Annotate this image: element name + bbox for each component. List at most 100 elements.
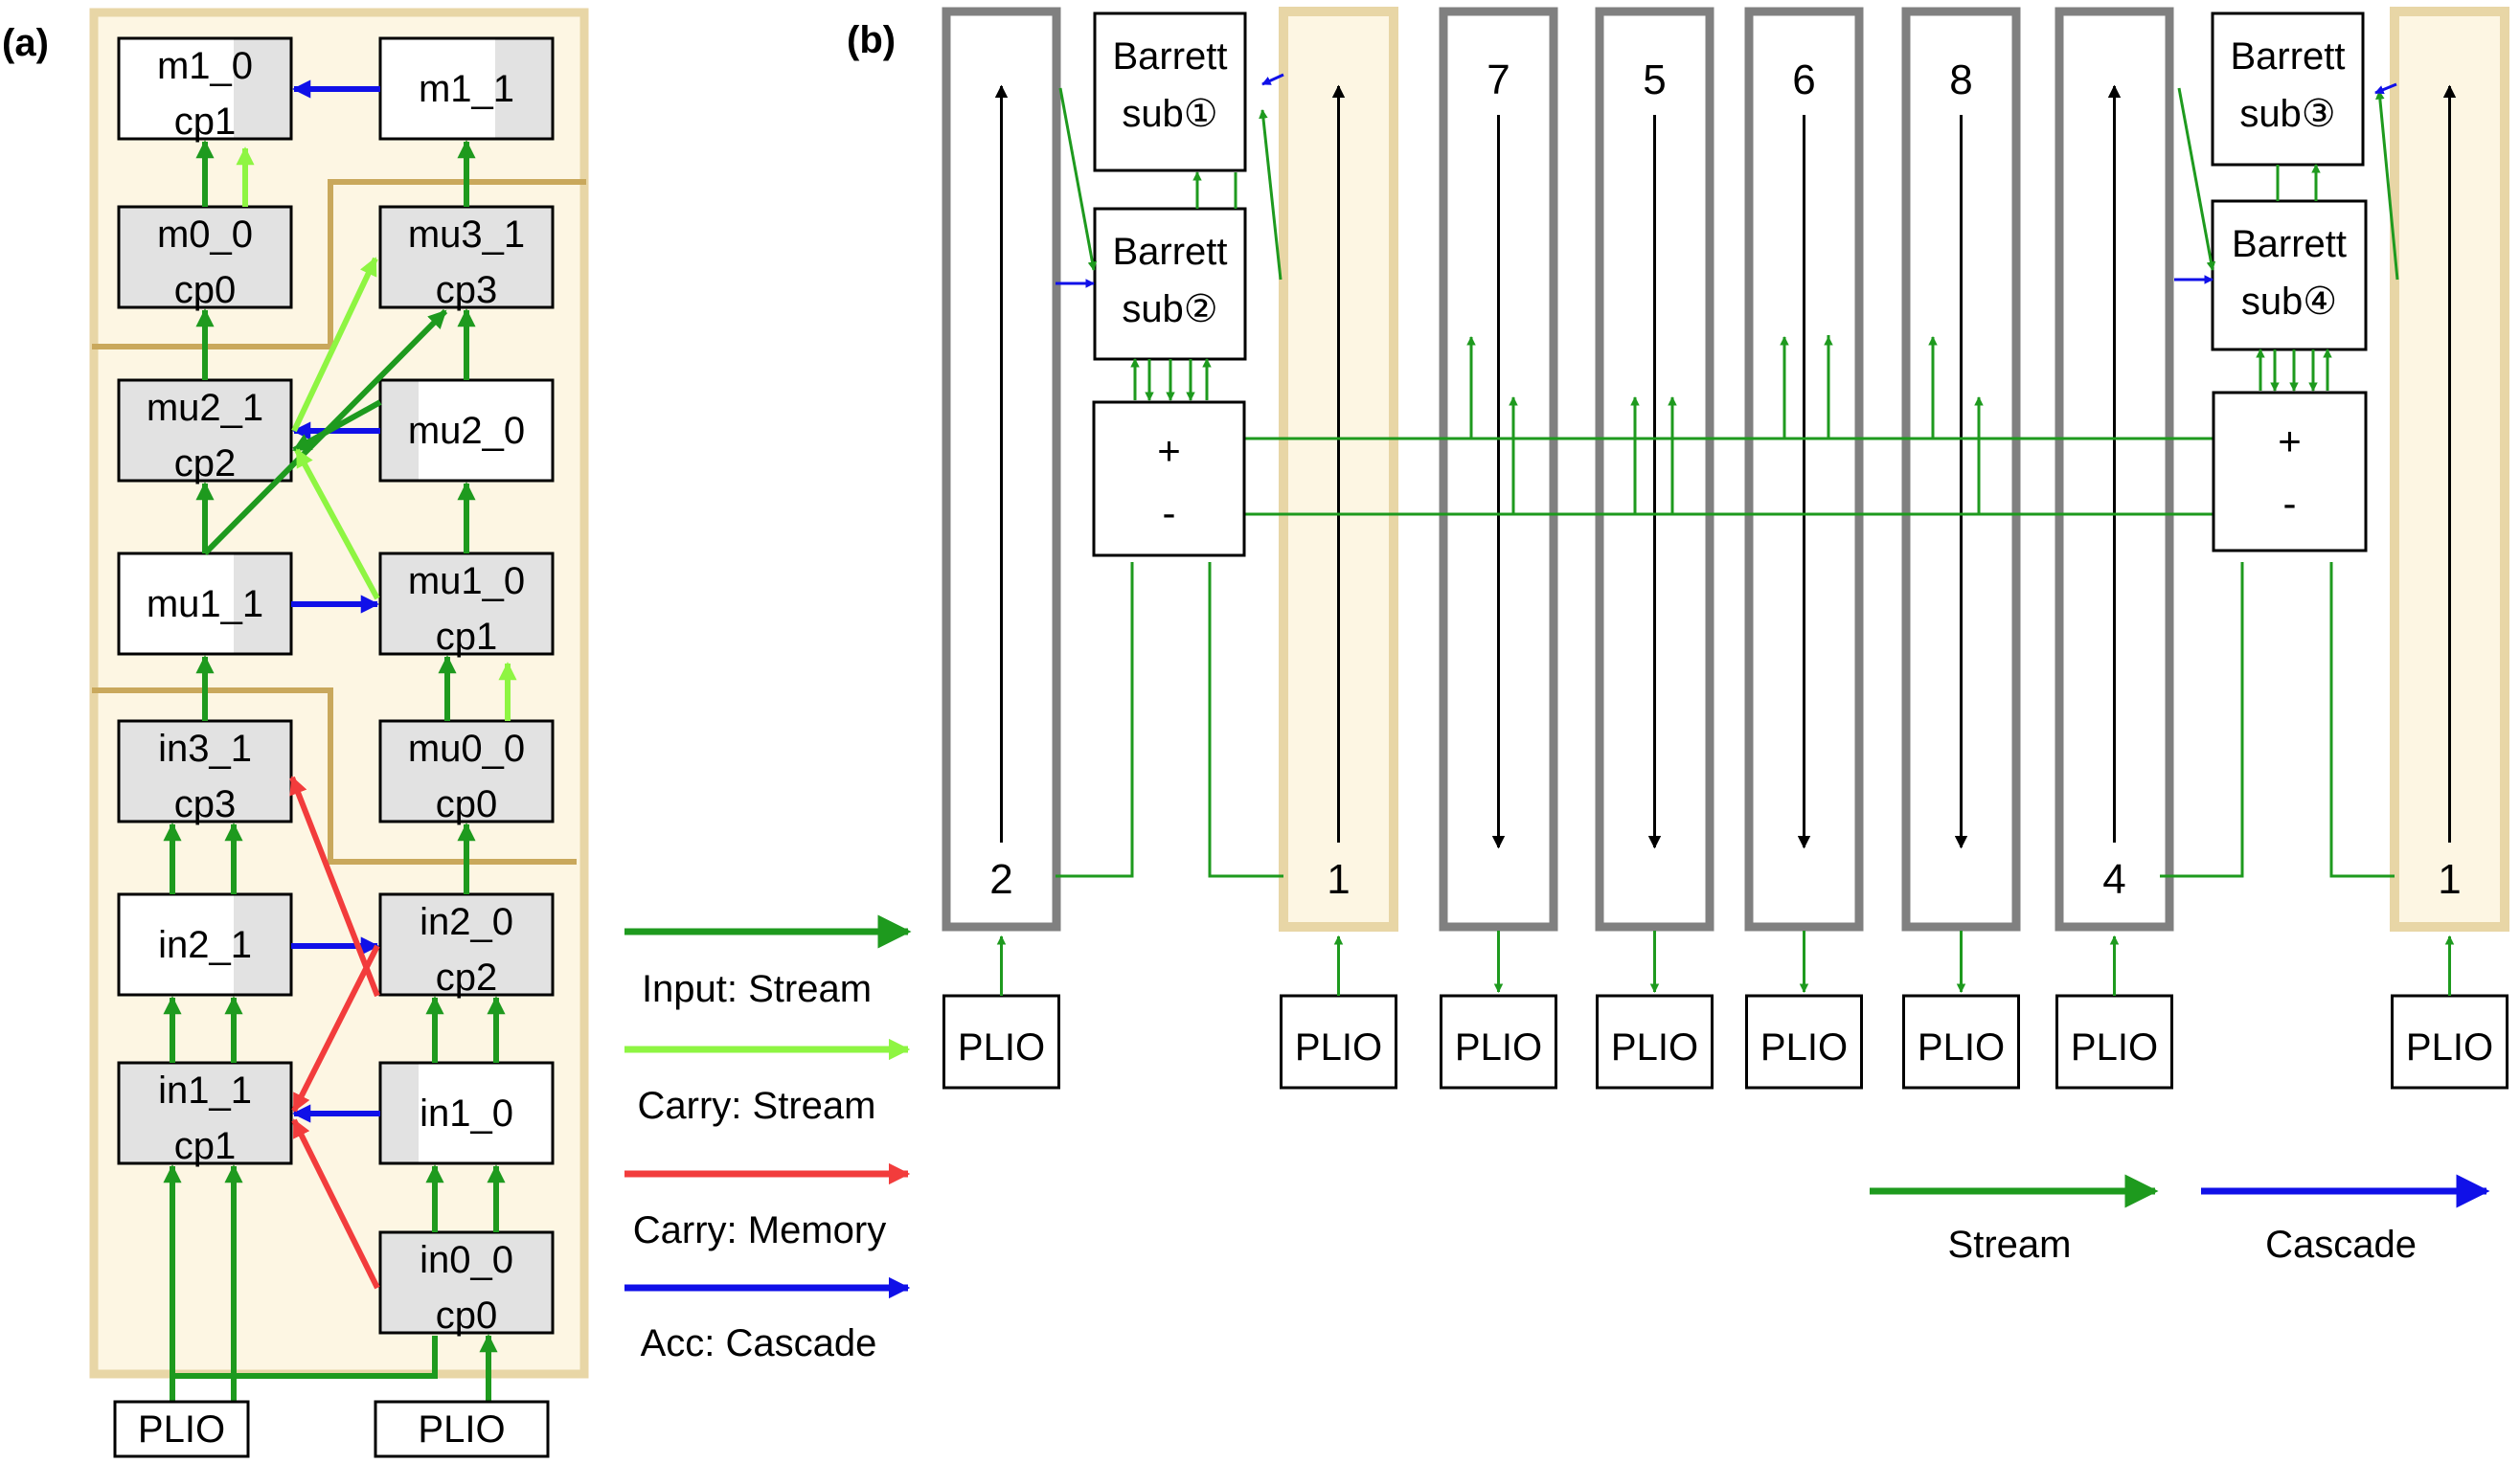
barrett-sub-1: Barrett sub① (1093, 11, 1247, 172)
plio-8: PLIO (2391, 935, 2509, 1090)
plio-label: PLIO (1455, 1026, 1542, 1069)
column-number: 1 (1327, 856, 1350, 903)
node-mu3-1: mu3_1 cp3 (378, 205, 555, 311)
node-cp-label: cp2 (174, 442, 237, 484)
connection-arrow (291, 1118, 380, 1290)
column-5: 5 (1595, 7, 1714, 932)
node-mu2-0: mu2_0 (378, 378, 555, 483)
barrett-sub-2: Barrett sub② (1093, 207, 1247, 361)
barrett-label: sub② (1122, 288, 1217, 330)
legend-input-stream-label: Input: Stream (642, 968, 872, 1010)
plio-right-label: PLIO (418, 1408, 505, 1451)
plio-left-label: PLIO (138, 1408, 225, 1451)
node-in1-1: in1_1 cp1 (117, 1061, 293, 1167)
column-number: 6 (1792, 56, 1815, 103)
column-4: 4 (2055, 7, 2174, 932)
column-number: 2 (989, 856, 1012, 903)
node-cp-label: cp0 (436, 1295, 498, 1337)
local-wiring (1056, 73, 2399, 878)
legend-stream-label: Stream (1948, 1224, 2072, 1266)
plus-sign: + (2278, 418, 2302, 463)
node-m1-0: m1_0 cp1 (117, 36, 293, 143)
barrett-label: Barrett (2232, 223, 2347, 265)
legend-carry-memory-label: Carry: Memory (633, 1209, 886, 1251)
plio-3: PLIO (1440, 931, 1557, 1090)
barrett-label: Barrett (1112, 35, 1227, 78)
node-label: mu2_1 (147, 387, 263, 429)
plio-label: PLIO (1760, 1026, 1848, 1069)
panel-a-label: (a) (2, 22, 49, 64)
connection-arrow (291, 944, 380, 1113)
minus-sign: - (1163, 490, 1176, 535)
node-label: in3_1 (158, 728, 252, 770)
plio-label: PLIO (1295, 1026, 1382, 1069)
barrett-label: Barrett (1112, 231, 1227, 273)
minus-sign: - (2283, 481, 2297, 526)
plio-2: PLIO (1280, 935, 1397, 1090)
node-label: in1_0 (420, 1092, 513, 1135)
legend-cascade-label: Cascade (2265, 1224, 2417, 1266)
plio-label: PLIO (958, 1026, 1045, 1069)
plus-sign: + (1157, 428, 1181, 473)
plio-6: PLIO (1902, 931, 2020, 1090)
node-label: m1_0 (157, 45, 253, 87)
column-1: 1 (1279, 7, 1398, 932)
node-cp-label: cp2 (436, 957, 498, 999)
node-label: in0_0 (420, 1239, 513, 1281)
connection-arrow (292, 399, 382, 453)
column-number: 1 (2438, 856, 2461, 903)
barrett-sub-4: Barrett sub④ (2211, 199, 2368, 351)
barrett-label: Barrett (2230, 35, 2345, 78)
node-in1-0: in1_0 (378, 1061, 555, 1165)
legend-acc-cascade-label: Acc: Cascade (641, 1322, 877, 1364)
node-cp-label: cp1 (436, 616, 498, 658)
node-label: mu2_0 (408, 410, 525, 452)
legend-carry-stream-label: Carry: Stream (638, 1085, 876, 1127)
node-label: in2_1 (158, 924, 252, 966)
plio-label: PLIO (2406, 1026, 2493, 1069)
barrett-label: sub③ (2239, 93, 2335, 135)
column-6: 6 (1744, 7, 1864, 932)
node-cp-label: cp3 (436, 269, 498, 311)
node-mu2-1: mu2_1 cp2 (117, 378, 293, 484)
barrett-label: sub① (1122, 93, 1217, 135)
node-cp-label: cp1 (174, 101, 237, 143)
column-7: 7 (1439, 7, 1558, 932)
node-in2-0: in2_0 cp2 (378, 892, 555, 999)
node-cp-label: cp0 (436, 783, 498, 825)
node-label: mu3_1 (408, 214, 525, 256)
plio-label: PLIO (2071, 1026, 2158, 1069)
plio-label: PLIO (1918, 1026, 2005, 1069)
connection-arrow (291, 257, 378, 433)
connection-arrow (172, 1336, 438, 1379)
barrett-label: sub④ (2241, 281, 2337, 323)
add-sub-unit-1: +- (1092, 400, 1246, 557)
column-number: 5 (1643, 56, 1666, 103)
node-cp-label: cp3 (174, 783, 237, 825)
node-cp-label: cp1 (174, 1125, 237, 1167)
plio-1: PLIO (942, 935, 1060, 1090)
node-label: m0_0 (157, 214, 253, 256)
panel-a: (a) m1_0cp1m1_1m0_0cp0mu3_1cp3mu2_1cp2mu… (2, 8, 589, 1458)
node-mu1-1: mu1_1 (117, 552, 293, 656)
node-cp-label: cp0 (174, 269, 237, 311)
plio-5: PLIO (1745, 931, 1863, 1090)
panel-a-arrows (163, 79, 517, 1402)
plio-left-box (113, 1400, 250, 1458)
node-boxes: m1_0cp1m1_1m0_0cp0mu3_1cp3mu2_1cp2mu2_0m… (117, 36, 555, 1337)
column-2: 2 (942, 7, 1061, 932)
node-label: in2_0 (420, 901, 513, 943)
connection-arrow (294, 448, 380, 600)
node-m0-0: m0_0 cp0 (117, 205, 293, 311)
node-label: in1_1 (158, 1070, 252, 1112)
connection-arrow (289, 776, 380, 998)
node-in2-1: in2_1 (117, 892, 293, 997)
node-in3-1: in3_1 cp3 (117, 719, 293, 825)
plio-7: PLIO (2055, 935, 2173, 1090)
interconnect-lines (1245, 335, 2214, 516)
legend-a: Input: Stream Carry: Stream Carry: Memor… (624, 914, 912, 1364)
